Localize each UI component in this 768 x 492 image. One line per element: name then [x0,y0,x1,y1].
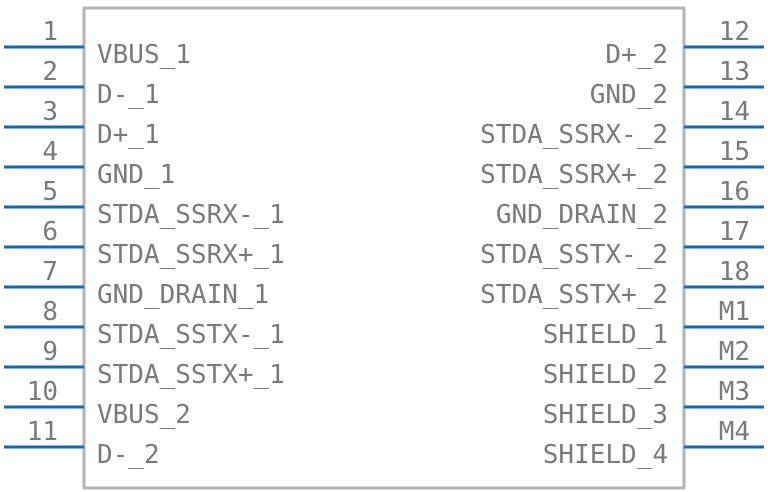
pin-number: 7 [42,257,58,287]
pin-number: 12 [719,17,750,47]
pin-number: 15 [719,137,750,167]
pin-name: SHIELD_4 [543,440,668,470]
pin-name: STDA_SSTX-_2 [480,240,668,270]
pin-name: D+_1 [97,120,160,150]
pin-name: GND_DRAIN_2 [496,200,668,230]
pin-number: M2 [719,337,750,367]
pin-number: 13 [719,57,750,87]
right-pin-group: 12D+_213GND_214STDA_SSRX-_215STDA_SSRX+_… [480,17,764,470]
pin-number: 1 [42,17,58,47]
pin-number: M4 [719,417,750,447]
pin-name: SHIELD_2 [543,360,668,390]
pin-number: 4 [42,137,58,167]
pin-name: VBUS_1 [97,40,191,70]
left-pin-group: 1VBUS_12D-_13D+_14GND_15STDA_SSRX-_16STD… [4,17,285,470]
pin-name: STDA_SSTX-_1 [97,320,285,350]
pin-name: STDA_SSRX-_2 [480,120,668,150]
pin-name: STDA_SSTX+_2 [480,280,668,310]
pin-name: STDA_SSRX+_1 [97,240,285,270]
pin-number: M3 [719,377,750,407]
pin-number: 5 [42,177,58,207]
pin-number: M1 [719,297,750,327]
pin-number: 3 [42,97,58,127]
pin-name: GND_2 [590,80,668,110]
pin-number: 11 [27,417,58,447]
pin-number: 8 [42,297,58,327]
pin-number: 17 [719,217,750,247]
pin-number: 6 [42,217,58,247]
pin-number: 18 [719,257,750,287]
pin-right-12: 12D+_2 [605,17,764,70]
pin-number: 2 [42,57,58,87]
pin-name: STDA_SSRX-_1 [97,200,285,230]
pin-name: GND_DRAIN_1 [97,280,269,310]
pin-number: 16 [719,177,750,207]
pin-left-3: 3D+_1 [4,97,160,150]
pin-left-11: 11D-_2 [4,417,160,470]
pin-number: 9 [42,337,58,367]
pin-name: GND_1 [97,160,175,190]
pin-name: STDA_SSRX+_2 [480,160,668,190]
component-body [82,6,686,490]
pin-name: STDA_SSTX+_1 [97,360,285,390]
pin-name: D+_2 [605,40,668,70]
pin-name: SHIELD_3 [543,400,668,430]
pin-name: VBUS_2 [97,400,191,430]
pin-name: SHIELD_1 [543,320,668,350]
pin-number: 10 [27,377,58,407]
pin-name: D-_2 [97,440,160,470]
pin-name: D-_1 [97,80,160,110]
pin-left-2: 2D-_1 [4,57,160,110]
pin-number: 14 [719,97,750,127]
